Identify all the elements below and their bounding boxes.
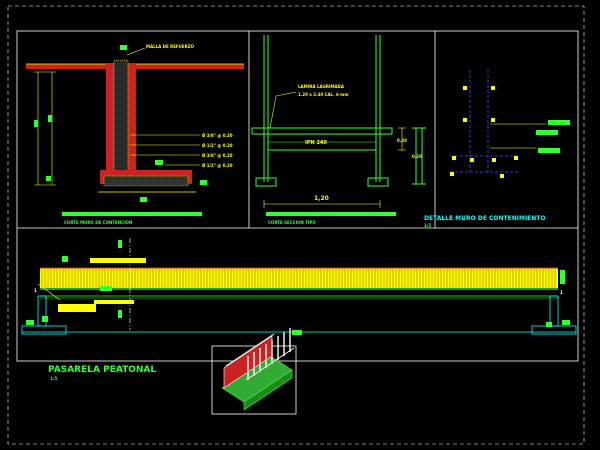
beam-label: IPN 240 (305, 140, 327, 146)
wall-detail-title: DETALLE MURO DE CONTENIMIENTO (424, 215, 546, 222)
bridge-title: PASARELA PEATONAL (48, 365, 156, 375)
base-plate-right (367, 177, 389, 187)
main-frame (16, 30, 579, 362)
bridge-tag-9 (562, 320, 570, 325)
wall-detail-scale: 1:5 (424, 223, 431, 228)
callout-tag-side (200, 180, 207, 185)
footing-left (21, 325, 67, 335)
bridge-tag-5 (100, 286, 112, 291)
railing-posts (41, 269, 556, 288)
detail-bar-10 (500, 174, 504, 178)
detail-callout-2 (536, 130, 558, 135)
dim-tag-left-1 (34, 120, 38, 127)
detail-bar-6 (470, 158, 474, 162)
detail-bar-9 (450, 172, 454, 176)
outer-frame (7, 5, 585, 445)
detail-bar-8 (514, 156, 518, 160)
wall-concrete-fill (113, 59, 129, 179)
isometric-frame (211, 345, 297, 415)
bridge-tag-4 (58, 304, 96, 312)
wall-body-left (106, 64, 114, 174)
wall-section-panel: MALLA DE REFUERZO Ø 3/8" @ 0.20 Ø 1/2" @… (26, 44, 244, 225)
detail-bar-4 (491, 118, 495, 122)
dim-width: 1,20 (314, 195, 329, 202)
bridge-tag-6 (292, 330, 302, 335)
bridge-tag-3 (94, 300, 134, 304)
abutment-right (549, 295, 559, 327)
detail-bar-1 (463, 86, 467, 90)
bridge-scale: 1:5 (50, 376, 57, 381)
detail-bar-7 (492, 158, 496, 162)
wall-body-right (128, 64, 136, 174)
deck-plate (251, 127, 393, 135)
detail-bar-3 (463, 118, 467, 122)
structure-section-panel: LAMINA LAGRIMADA 1.20 x 2.40 CAL. 6 mm I… (251, 35, 426, 225)
base-plate-left (255, 177, 277, 187)
dim-height: 0.20 (397, 138, 407, 143)
dim-side: 0.20 (412, 154, 422, 159)
wall-detail-panel: DETALLE MURO DE CONTENIMIENTO 1:5 (424, 70, 570, 228)
wall-section-caption: CORTE MURO DE CONTENCION (64, 220, 132, 225)
callout-tag-bottom (155, 160, 163, 165)
detail-bar-5 (452, 156, 456, 160)
bridge-railing (40, 268, 558, 288)
caption-bar-structure (266, 212, 396, 216)
iso-posts (247, 328, 291, 380)
callout-bar-2: Ø 1/2" @ 0.20 (202, 143, 233, 148)
isometric-view (221, 328, 295, 411)
sheet-frames (7, 5, 585, 445)
detail-callout-1 (548, 120, 570, 125)
footing-right (531, 325, 577, 335)
callout-tag-top (120, 45, 127, 50)
callout-bar-4: Ø 1/2" @ 0.20 (202, 163, 233, 168)
bridge-tag-10 (546, 322, 552, 327)
bridge-label-right: 1 (560, 290, 563, 295)
bridge-tag-1 (62, 256, 68, 262)
structure-section-caption: CORTE SECCION TIPO (268, 220, 316, 225)
detail-callout-3 (538, 148, 560, 153)
detail-bar-2 (491, 86, 495, 90)
section-cut-tag-bottom (118, 310, 122, 318)
callout-bar-1: Ø 3/8" @ 0.20 (202, 133, 233, 138)
plate-callout-line2: 1.20 x 2.40 CAL. 6 mm (298, 92, 349, 97)
bridge-tag-8 (42, 316, 48, 322)
section-cut-tag-top (118, 240, 122, 248)
caption-bar-wall (62, 212, 202, 216)
bridge-elevation-panel: 1 1 PASARELA PEATONAL 1:5 (21, 238, 577, 381)
dim-tag-left-3 (46, 176, 51, 181)
callout-tag-base (140, 197, 147, 202)
iso-beam (243, 369, 293, 411)
footing-gravel (103, 175, 189, 187)
bridge-tag-7 (26, 320, 34, 325)
bridge-tag-2 (90, 258, 146, 263)
bridge-label-left: 1 (34, 288, 37, 293)
plate-callout-line1: LAMINA LAGRIMADA (298, 84, 345, 89)
bridge-tag-11 (560, 270, 565, 284)
callout-mesh: MALLA DE REFUERZO (146, 44, 195, 49)
dim-tag-left-2 (48, 115, 52, 122)
callout-bar-3: Ø 3/8" @ 0.20 (202, 153, 233, 158)
